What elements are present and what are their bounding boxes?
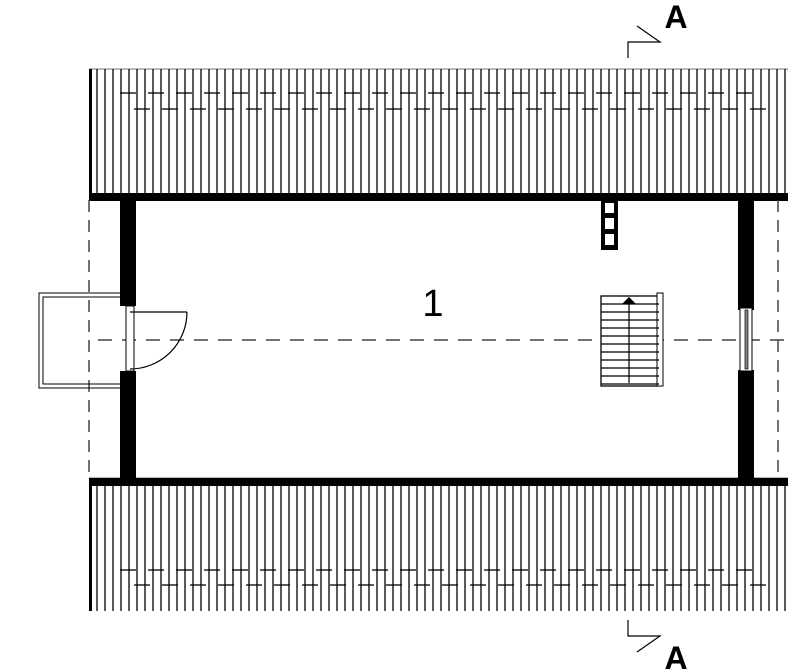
stair-outline <box>600 295 660 387</box>
roof-eave-band <box>89 193 788 201</box>
roof-gable-edge <box>89 478 92 611</box>
balcony <box>38 292 120 389</box>
section-label-bottom: A <box>664 640 687 669</box>
ladder <box>601 201 618 250</box>
roof-outline <box>89 69 788 194</box>
roof-top <box>89 68 788 201</box>
roof-gable-edge <box>89 69 92 194</box>
section-marker-bottom: A <box>627 620 688 669</box>
wall-right-upper <box>738 200 754 310</box>
roof-outline <box>89 478 788 611</box>
wall-right-lower <box>738 370 754 479</box>
window <box>739 307 753 372</box>
wall-left-upper <box>120 200 136 306</box>
wall-left-lower <box>120 371 136 479</box>
room-number: 1 <box>422 283 443 325</box>
section-marker-top: A <box>627 0 688 58</box>
roof-eave-band <box>89 478 788 486</box>
stair <box>600 292 664 387</box>
stair-rail <box>656 292 664 387</box>
stair-direction-arrow-icon <box>622 297 636 304</box>
section-label-top: A <box>664 0 687 35</box>
roof-bottom <box>89 477 788 611</box>
door[interactable] <box>125 305 188 372</box>
